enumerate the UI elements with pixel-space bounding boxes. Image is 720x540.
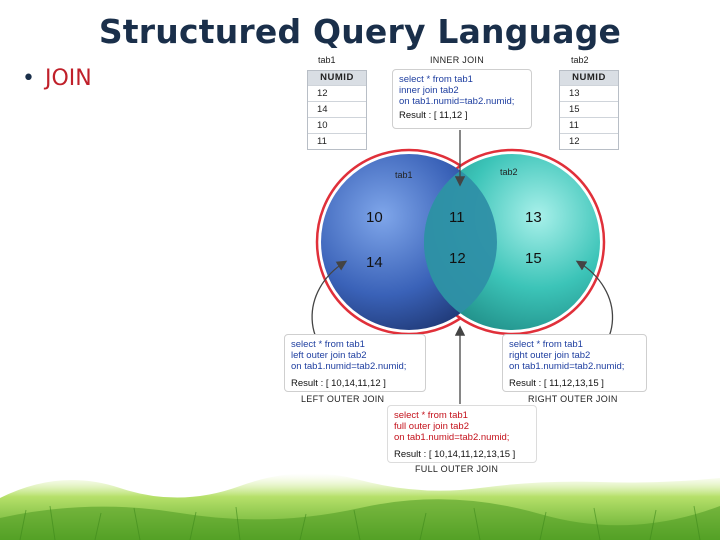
inner-join-query: select * from tab1 inner join tab2 on ta… [392,69,532,129]
query-line: inner join tab2 [399,85,525,96]
table-row: 13 [560,85,618,101]
table-row: 12 [308,85,366,101]
table-row: 14 [308,101,366,117]
query-line: select * from tab1 [509,339,640,350]
right-join-label: RIGHT OUTER JOIN [528,394,618,404]
inner-join-label: INNER JOIN [430,55,484,65]
query-line: on tab1.numid=tab2.numid; [291,361,419,372]
right-table: NUMID 13 15 11 12 [559,70,619,150]
left-only-value: 14 [366,254,383,271]
left-table-header: NUMID [308,71,366,85]
table-row: 10 [308,117,366,133]
query-line: on tab1.numid=tab2.numid; [399,96,525,107]
query-result: Result : [ 11,12 ] [399,110,525,121]
left-join-label: LEFT OUTER JOIN [301,394,384,404]
table-row: 12 [560,133,618,149]
left-table: NUMID 12 14 10 11 [307,70,367,150]
query-line: select * from tab1 [399,74,525,85]
query-line: on tab1.numid=tab2.numid; [394,432,530,443]
query-line: right outer join tab2 [509,350,640,361]
right-table-label: tab2 [571,55,589,65]
query-line: select * from tab1 [394,410,530,421]
table-row: 15 [560,101,618,117]
grass-footer-graphic [0,458,720,540]
query-line: on tab1.numid=tab2.numid; [509,361,640,372]
right-circle-label: tab2 [500,167,518,177]
query-line: select * from tab1 [291,339,419,350]
query-result: Result : [ 11,12,13,15 ] [509,378,640,389]
table-row: 11 [560,117,618,133]
full-join-query: select * from tab1 full outer join tab2 … [387,405,537,463]
query-line: full outer join tab2 [394,421,530,432]
query-line: left outer join tab2 [291,350,419,361]
table-row: 11 [308,133,366,149]
left-circle-label: tab1 [395,170,413,180]
right-only-value: 13 [525,209,542,226]
left-table-label: tab1 [318,55,336,65]
left-join-query: select * from tab1 left outer join tab2 … [284,334,426,392]
both-value: 11 [449,209,465,226]
right-table-header: NUMID [560,71,618,85]
right-only-value: 15 [525,250,542,267]
both-value: 12 [449,250,466,267]
query-result: Result : [ 10,14,11,12 ] [291,378,419,389]
left-only-value: 10 [366,209,383,226]
right-join-query: select * from tab1 right outer join tab2… [502,334,647,392]
